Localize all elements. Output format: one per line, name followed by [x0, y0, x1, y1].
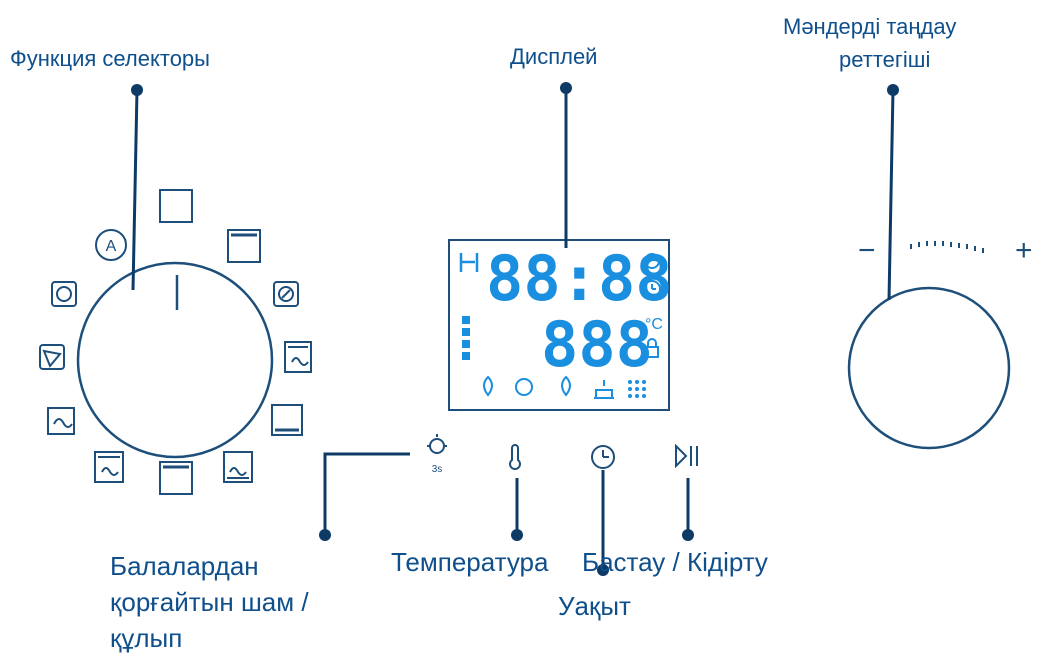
child-lock-label-1: Балалардан [110, 551, 259, 581]
drop-icon [561, 375, 571, 397]
value-selector-label-1: Мәндерді таңдау [783, 14, 957, 39]
function-selector-dot [131, 84, 143, 96]
value-selector-leader [887, 89, 895, 301]
grill-fan-bottom-icon [223, 451, 253, 483]
function-selector-leader [131, 89, 139, 291]
time-label: Уақыт [558, 591, 631, 621]
value-knob[interactable] [847, 286, 1011, 450]
value-selector-dot [887, 84, 899, 96]
clock-icon-display [643, 280, 661, 298]
fan-icon [47, 407, 75, 435]
child-lock-label-2: қорғайтын шам / [110, 587, 309, 617]
pizza-icon [39, 344, 65, 370]
steam-icon [483, 375, 493, 397]
bottom-heat-icon [271, 404, 303, 436]
svg-text:A: A [106, 238, 117, 255]
auto-icon: A [95, 229, 127, 261]
fan-defrost-icon [273, 281, 299, 307]
temperature-button[interactable] [509, 444, 521, 470]
grill-fan-icon [284, 341, 312, 373]
upper-heat-icon [227, 229, 261, 263]
child-lock-label-3: құлып [110, 623, 183, 653]
function-mode-icons: A [39, 189, 312, 495]
alarm-icon [644, 253, 660, 269]
display-time: 88:88 [486, 242, 673, 315]
lock-icon [645, 338, 659, 358]
bottom-display-icons [483, 375, 646, 399]
tray-icon [594, 380, 614, 399]
display-dot [560, 82, 572, 94]
lamp-lock-dot [319, 529, 331, 541]
clock-icon [591, 445, 615, 469]
plus-sign: + [1015, 234, 1033, 267]
start-pause-dot [682, 529, 694, 541]
lamp-lock-leader [323, 452, 410, 535]
function-selector[interactable] [76, 261, 274, 459]
temperature-dot [511, 529, 523, 541]
display-frame [448, 239, 670, 411]
lamp-lock-button[interactable]: 3s [427, 434, 447, 475]
thermometer-icon [509, 444, 521, 470]
time-dot [597, 564, 609, 576]
value-selector-label-2: реттегіші [839, 47, 931, 72]
start-pause-button[interactable] [675, 443, 698, 469]
bottom-element-icon [159, 461, 193, 495]
eco-icon [51, 281, 77, 307]
svg-text:3s: 3s [432, 464, 443, 475]
function-selector-label: Функция селекторы [10, 46, 210, 71]
start-pause-label: Бастау / Кідірту [582, 547, 768, 577]
function-knob[interactable] [76, 261, 274, 459]
lamp-lock-icon [429, 438, 445, 454]
play-pause-icon [675, 443, 698, 469]
level-bar [462, 316, 470, 360]
top-heat-icon [159, 189, 193, 223]
fan-heat-icon [515, 378, 533, 396]
dots-icon [628, 380, 646, 398]
duration-icon [459, 253, 479, 272]
display-temperature: 888 [541, 308, 653, 381]
minus-sign: − [858, 234, 876, 267]
value-scale-ticks [910, 241, 984, 253]
fan-bottom-icon [94, 451, 124, 483]
temperature-label: Температура [391, 547, 549, 577]
display-label: Дисплей [510, 44, 598, 69]
temp-unit: °C [645, 316, 663, 333]
time-button[interactable] [591, 445, 615, 469]
